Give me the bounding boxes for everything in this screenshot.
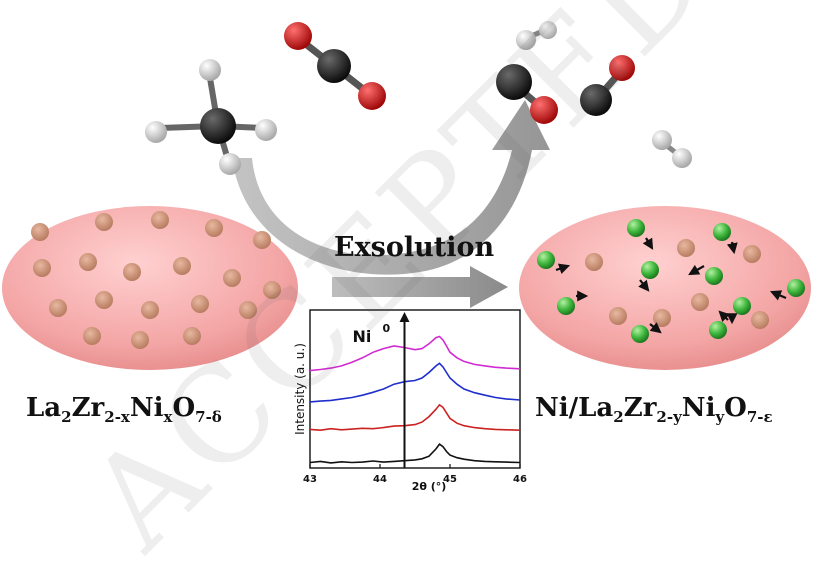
migration-arrow	[649, 322, 662, 334]
oxygen-atom	[358, 82, 386, 110]
lanthanum-site	[191, 295, 209, 313]
curved-reaction-arrow	[232, 100, 550, 275]
xrd-pattern-line	[309, 335, 521, 372]
exsolved-formula: Ni/La2Zr2-yNiyO7-ε	[535, 393, 773, 426]
migration-arrow	[718, 310, 731, 323]
hydrogen-atom	[255, 119, 277, 141]
oxygen-atom	[284, 22, 312, 50]
plot-frame	[309, 309, 521, 469]
migration-arrow	[726, 241, 738, 255]
nickel-nanoparticle	[733, 297, 751, 315]
hydrogen-atom	[516, 30, 536, 50]
x-tick-label: 44	[373, 474, 387, 485]
carbon-atom	[580, 84, 612, 116]
parent-oxide-particle	[2, 206, 298, 370]
nickel-nanoparticle	[787, 279, 805, 297]
x-tick-label: 45	[443, 474, 457, 485]
xrd-pattern-line	[309, 362, 521, 403]
lanthanum-site	[183, 327, 201, 345]
xrd-pattern-line	[309, 442, 521, 464]
lanthanum-site	[131, 331, 149, 349]
nickel-nanoparticle	[627, 219, 645, 237]
process-label: Exsolution	[334, 232, 495, 263]
lanthanum-site	[223, 269, 241, 287]
lanthanum-site	[743, 245, 761, 263]
lanthanum-site	[691, 293, 709, 311]
oxygen-atom	[530, 96, 558, 124]
lanthanum-site	[123, 263, 141, 281]
lanthanum-site	[95, 291, 113, 309]
migration-arrow	[642, 237, 654, 250]
carbon-dioxide-molecule	[284, 22, 386, 110]
lanthanum-site	[585, 253, 603, 271]
migration-arrow	[555, 263, 571, 275]
lanthanum-site	[253, 231, 271, 249]
lanthanum-site	[653, 309, 671, 327]
carbon-monoxide-molecule	[496, 64, 558, 124]
nickel-nanoparticle	[537, 251, 555, 269]
hydrogen-atom	[539, 21, 557, 39]
lanthanum-site	[49, 299, 67, 317]
hydrogen-atom	[672, 148, 692, 168]
lanthanum-site	[263, 281, 281, 299]
lanthanum-site	[141, 301, 159, 319]
xrd-pattern-line	[309, 403, 521, 432]
hydrogen-atom	[145, 121, 167, 143]
carbon-atom	[317, 49, 351, 83]
exsolution-arrow	[332, 266, 508, 308]
parent-formula: La2Zr2-xNixO7-δ	[26, 393, 222, 426]
lanthanum-site	[173, 257, 191, 275]
lanthanum-site	[751, 311, 769, 329]
xrd-inset-chart: Ni 0 43 44 45 46 2θ (°) Intensity (a. u.)	[293, 309, 527, 493]
carbon-atom	[496, 64, 532, 100]
hydrogen-atom	[652, 130, 672, 150]
nickel-nanoparticle	[705, 267, 723, 285]
nickel-nanoparticle	[631, 325, 649, 343]
x-axis-label: 2θ (°)	[412, 480, 447, 493]
ni-marker-label: Ni	[353, 327, 372, 346]
exsolution-diagram: Ni 0 43 44 45 46 2θ (°) Intensity (a. u.)	[2, 21, 811, 493]
lanthanum-site	[677, 239, 695, 257]
nickel-nanoparticle	[709, 321, 727, 339]
y-axis-label: Intensity (a. u.)	[293, 343, 307, 435]
methane-molecule	[145, 59, 277, 175]
hydrogen-molecule	[516, 21, 557, 50]
lanthanum-site	[239, 301, 257, 319]
lanthanum-site	[205, 219, 223, 237]
lanthanum-site	[609, 307, 627, 325]
ni-marker-superscript: 0	[383, 322, 391, 335]
hydrogen-atom	[199, 59, 221, 81]
hydrogen-molecule	[652, 130, 692, 168]
lanthanum-site	[31, 223, 49, 241]
lanthanum-site	[151, 211, 169, 229]
oxygen-atom	[609, 55, 635, 81]
carbon-monoxide-molecule	[580, 55, 635, 116]
carbon-atom	[200, 108, 236, 144]
migration-arrow	[638, 279, 650, 292]
nickel-nanoparticle	[713, 223, 731, 241]
exsolved-particle	[519, 206, 811, 370]
nickel-nanoparticle	[557, 297, 575, 315]
lanthanum-site	[33, 259, 51, 277]
lanthanum-site	[83, 327, 101, 345]
hydrogen-atom	[219, 153, 241, 175]
x-tick-label: 43	[303, 474, 317, 485]
migration-arrow	[688, 264, 705, 276]
lanthanum-site	[95, 213, 113, 231]
nickel-nanoparticle	[641, 261, 659, 279]
migration-arrow	[769, 290, 787, 301]
x-tick-label: 46	[513, 474, 527, 485]
lanthanum-site	[79, 253, 97, 271]
